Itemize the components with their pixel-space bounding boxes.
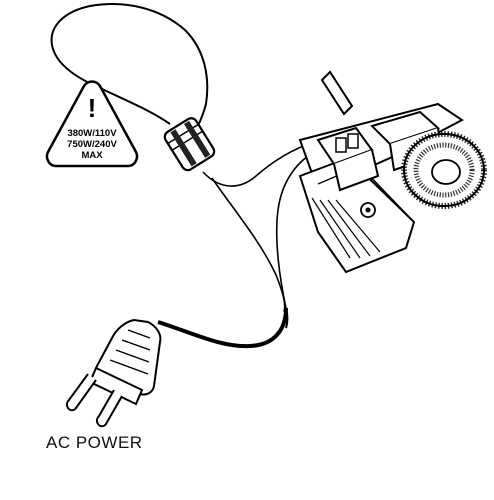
toroid-coil-icon	[401, 131, 487, 209]
warning-triangle-icon: ! 380W/110V 750W/240V MAX	[45, 80, 139, 168]
wiring	[157, 141, 319, 349]
warning-symbol: !	[88, 93, 97, 123]
wire-bulb-to-plug	[211, 177, 286, 313]
bulb-socket	[163, 117, 216, 172]
wire-module-to-plug	[275, 149, 319, 309]
ac-power-label: AC POWER	[46, 433, 143, 452]
dimmer-module-icon	[298, 70, 464, 274]
ac-plug-icon	[65, 318, 162, 428]
warning-line-2: 750W/240V	[67, 139, 117, 150]
light-bulb-icon	[50, 3, 216, 172]
power-cord	[157, 307, 288, 349]
warning-line-1: 380W/110V	[67, 128, 117, 139]
wire-bulb-to-module	[202, 141, 315, 187]
warning-line-3: MAX	[81, 150, 103, 161]
